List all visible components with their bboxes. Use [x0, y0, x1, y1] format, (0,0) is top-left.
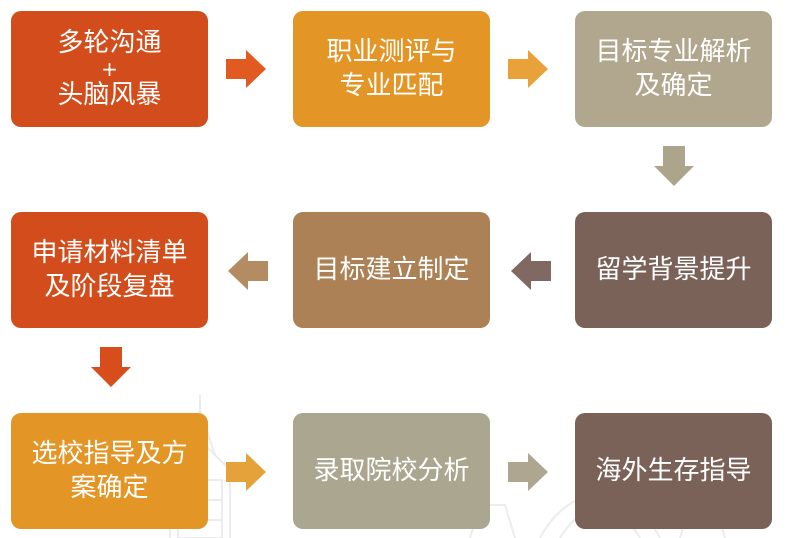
arrow-right-icon — [508, 50, 548, 88]
arrow-down-icon — [91, 347, 131, 387]
step-goal-setting: 目标建立制定 — [293, 212, 490, 328]
arrow-shape — [226, 50, 266, 88]
step-background-improvement: 留学背景提升 — [575, 212, 772, 328]
arrow-down-icon — [654, 146, 694, 186]
arrow-shape — [508, 50, 548, 88]
step-label-line: 录取院校分析 — [313, 456, 470, 486]
arrow-right-icon — [508, 453, 548, 491]
step-label-plus: + — [101, 57, 118, 81]
step-target-major-analysis: 目标专业解析 及确定 — [575, 11, 772, 127]
step-application-materials: 申请材料清单 及阶段复盘 — [11, 212, 208, 328]
step-multi-round-communication: 多轮沟通 + 头脑风暴 — [11, 11, 208, 127]
step-label-line: 及阶段复盘 — [44, 272, 175, 302]
step-label-line: 多轮沟通 — [57, 28, 162, 58]
step-overseas-survival-guidance: 海外生存指导 — [575, 413, 772, 529]
arrow-left-icon — [511, 252, 551, 290]
arrow-right-icon — [226, 50, 266, 88]
step-label-line: 海外生存指导 — [595, 456, 752, 486]
step-label-line: 选校指导及方 — [31, 439, 188, 469]
step-admission-analysis: 录取院校分析 — [293, 413, 490, 529]
step-school-selection: 选校指导及方 案确定 — [11, 413, 208, 529]
step-label-line: 专业匹配 — [339, 71, 444, 101]
arrow-shape — [508, 453, 548, 491]
step-label-line: 及确定 — [634, 71, 713, 101]
arrow-shape — [511, 252, 551, 290]
arrow-shape — [226, 453, 266, 491]
arrow-shape — [228, 252, 268, 290]
arrow-shape — [654, 146, 694, 186]
step-label-line: 申请材料清单 — [31, 238, 188, 268]
step-career-assessment: 职业测评与 专业匹配 — [293, 11, 490, 127]
step-label-line: 留学背景提升 — [595, 255, 752, 285]
arrow-right-icon — [226, 453, 266, 491]
arrow-shape — [91, 347, 131, 387]
step-label-line: 头脑风暴 — [57, 80, 162, 110]
arrow-left-icon — [228, 252, 268, 290]
step-label-line: 目标专业解析 — [595, 37, 752, 67]
step-label-line: 案确定 — [70, 473, 149, 503]
step-label-line: 职业测评与 — [326, 37, 457, 67]
step-label-line: 目标建立制定 — [313, 255, 470, 285]
